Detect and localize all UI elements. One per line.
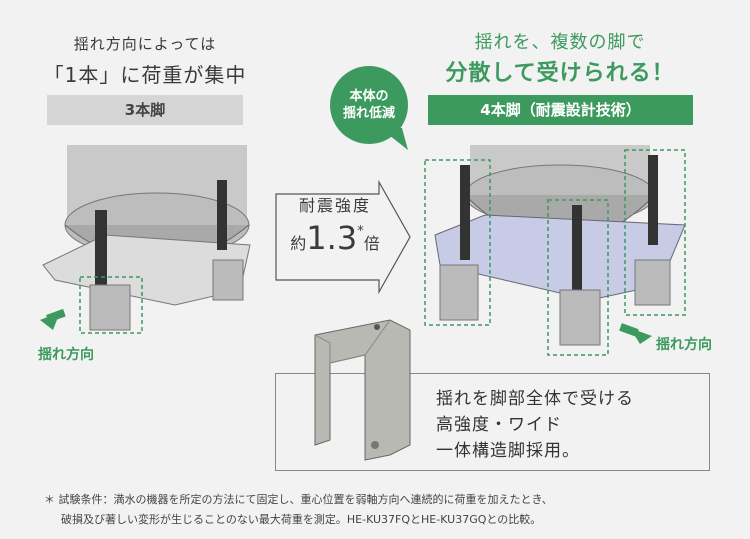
three-leg-label: 3本脚 [47,95,243,125]
asterisk-mark: * [357,224,364,239]
right-heading-line1: 揺れを、複数の脚で [474,32,646,53]
four-leg-tank-illustration [424,145,686,356]
footnote-line1: ＊ 試験条件：満水の機器を所定の方法にて固定し、重心位置を弱軸方向へ連続的に荷重… [44,493,553,506]
left-heading-line1: 揺れ方向によっては [73,35,217,53]
arrow-number: 1.3 [306,219,358,257]
feature-line3: 一体構造脚採用。 [436,441,580,461]
feature-line1: 揺れを脚部全体で受ける [436,389,634,409]
leg-bracket-image [314,319,411,461]
left-direction-label: 揺れ方向 [38,347,94,363]
vibration-reduction-bubble: 本体の 揺れ低減 [330,66,408,144]
arrow-value: 約1.3*倍 [280,222,390,263]
left-heading-line2: 「1本」に荷重が集中 [43,63,247,87]
right-heading-line2: 分散して受けられる！ [445,61,675,86]
three-leg-tank-illustration [40,145,251,334]
bubble-line1: 本体の [349,89,389,104]
feature-text: 揺れを脚部全体で受ける 高強度・ワイド 一体構造脚採用。 [436,386,634,464]
bubble-line2: 揺れ低減 [342,106,395,121]
feature-box [275,373,710,471]
footnote: ＊ 試験条件：満水の機器を所定の方法にて固定し、重心位置を弱軸方向へ連続的に荷重… [44,490,553,530]
arrow-prefix: 約 [290,234,307,253]
footnote-line2: 破損及び著しい変形が生じることのない最大荷重を測定。HE-KU37FQとHE-K… [61,513,542,526]
right-direction-label: 揺れ方向 [656,337,712,353]
arrow-title: 耐震強度 [298,196,371,215]
feature-line2: 高強度・ワイド [436,415,562,435]
arrow-suffix: 倍 [363,234,380,253]
strength-arrow [275,180,411,295]
four-leg-label: 4本脚（耐震設計技術） [428,95,693,125]
